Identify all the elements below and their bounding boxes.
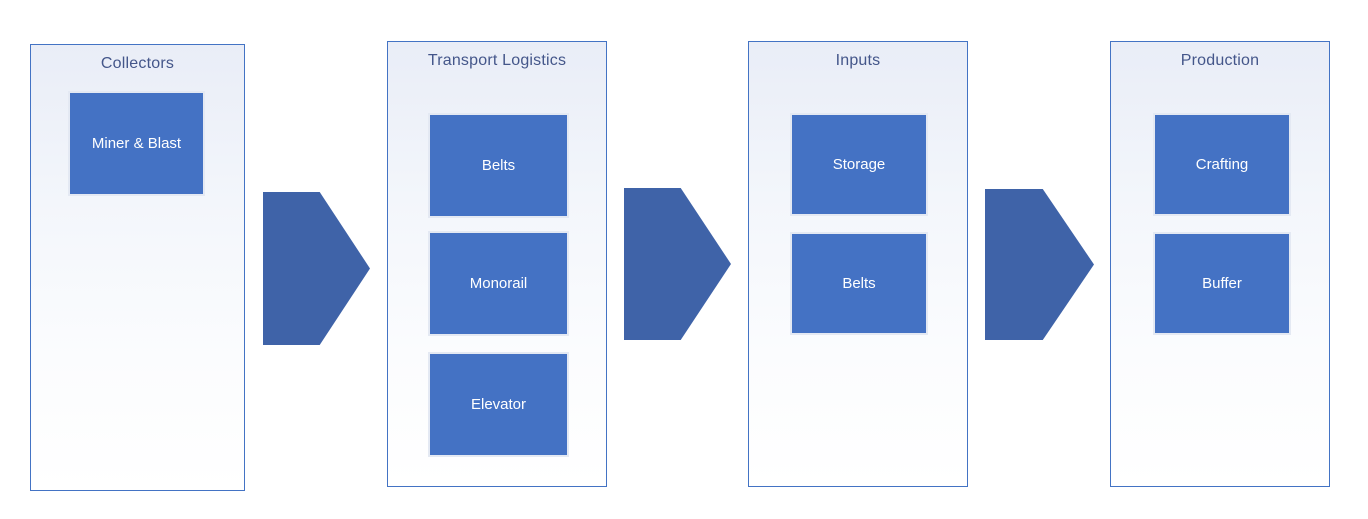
node-belts: Belts bbox=[428, 113, 569, 218]
group-title-transport-logistics: Transport Logistics bbox=[427, 52, 567, 69]
node-buffer: Buffer bbox=[1153, 232, 1291, 335]
node-label: Crafting bbox=[1195, 156, 1249, 173]
node-label: Belts bbox=[842, 275, 876, 292]
node-belts-inputs: Belts bbox=[790, 232, 928, 335]
node-label: Miner & Blast bbox=[91, 135, 182, 152]
group-collectors: Collectors Miner & Blast bbox=[30, 44, 245, 491]
node-storage: Storage bbox=[790, 113, 928, 216]
node-label: Belts bbox=[481, 157, 516, 174]
group-inputs: Inputs Storage Belts bbox=[748, 41, 968, 487]
node-elevator: Elevator bbox=[428, 352, 569, 457]
node-monorail: Monorail bbox=[428, 231, 569, 336]
node-label: Elevator bbox=[470, 396, 527, 413]
node-label: Buffer bbox=[1202, 275, 1242, 292]
group-title-collectors: Collectors bbox=[100, 55, 175, 72]
node-label: Monorail bbox=[469, 275, 528, 292]
arrow-right-icon bbox=[624, 188, 731, 340]
group-title-inputs: Inputs bbox=[835, 52, 881, 69]
group-title-production: Production bbox=[1180, 52, 1260, 69]
group-production: Production Crafting Buffer bbox=[1110, 41, 1330, 487]
arrow-right-icon bbox=[263, 192, 370, 345]
node-label: Storage bbox=[832, 156, 886, 173]
arrow-right-icon bbox=[985, 189, 1094, 340]
node-miner-blast: Miner & Blast bbox=[68, 91, 205, 196]
group-transport-logistics: Transport Logistics Belts Monorail Eleva… bbox=[387, 41, 607, 487]
node-crafting: Crafting bbox=[1153, 113, 1291, 216]
